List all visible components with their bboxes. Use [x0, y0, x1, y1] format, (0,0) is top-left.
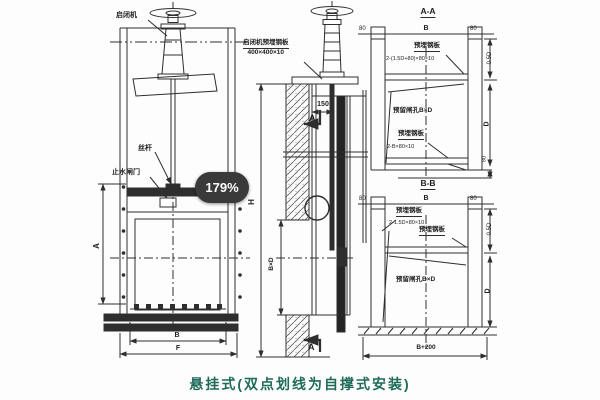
- aa-dim-b: B: [423, 25, 429, 32]
- aa-dim-80-left: 80: [359, 26, 366, 32]
- aa-dim-80-bottom: 80: [481, 155, 488, 163]
- dim-f-label: F: [175, 345, 181, 352]
- dim-b-label: B: [174, 332, 180, 339]
- cut-a-bottom-label: A: [308, 342, 315, 352]
- aa-plate-top-spec: 2-(1.5D+80)×80×10: [386, 56, 435, 62]
- screw-rod-label: 丝杆: [138, 145, 152, 152]
- front-view: [98, 2, 250, 358]
- zoom-level-badge[interactable]: 179%: [195, 172, 249, 203]
- bb-plate-top-spec: 2-1.5D×80×10: [389, 220, 425, 226]
- bb-dim-base: B+200: [416, 344, 436, 351]
- side-section-view: [256, 1, 368, 358]
- aa-plate-bottom-spec: 2-B×80×10: [387, 144, 415, 150]
- section-aa-view: [358, 26, 497, 179]
- bb-hole-label: 预留闸孔B×D: [396, 276, 436, 283]
- dim-bxd-label: B×D: [267, 257, 275, 271]
- bb-dim-half-d: 0.5D: [487, 222, 493, 236]
- dim-150-label: 150: [317, 101, 329, 108]
- bb-plate-top-label: 预埋钢板: [396, 207, 422, 217]
- aa-plate-bottom-label: 预埋钢板: [398, 130, 424, 140]
- bb-dim-d: D: [484, 288, 492, 294]
- hoist-plate-note: 启闭机预埋钢板 400×400×10: [243, 39, 289, 56]
- dim-h-label: H: [247, 199, 256, 205]
- cut-a-top-label: A: [309, 113, 316, 123]
- dim-a-label: A: [92, 243, 101, 249]
- hoist-label: 启闭机: [116, 12, 137, 19]
- bb-dim-80-right: 80: [470, 196, 477, 202]
- gate-label: 止水闸门: [112, 169, 140, 176]
- drawing-caption: 悬挂式(双点划线为自撑式安装): [189, 376, 411, 392]
- aa-dim-d: D: [483, 121, 491, 127]
- bb-dim-80-left: 80: [359, 196, 366, 202]
- section-bb-title: B-B: [420, 178, 436, 190]
- bb-plate-mid-label: 预埋钢板: [419, 226, 445, 236]
- bb-dim-b: B: [423, 195, 429, 202]
- aa-hole-label: 预留闸孔B×D: [393, 107, 433, 114]
- hoist-plate-note-line2: 400×400×10: [247, 48, 284, 56]
- section-bb-view: [358, 196, 497, 360]
- hoist-plate-note-line1: 启闭机预埋钢板: [243, 39, 289, 49]
- aa-dim-half-d: 0.5D: [487, 51, 493, 65]
- aa-plate-top-label: 预埋钢板: [414, 42, 440, 52]
- aa-dim-80-right: 80: [470, 26, 477, 32]
- section-aa-title: A-A: [420, 6, 436, 18]
